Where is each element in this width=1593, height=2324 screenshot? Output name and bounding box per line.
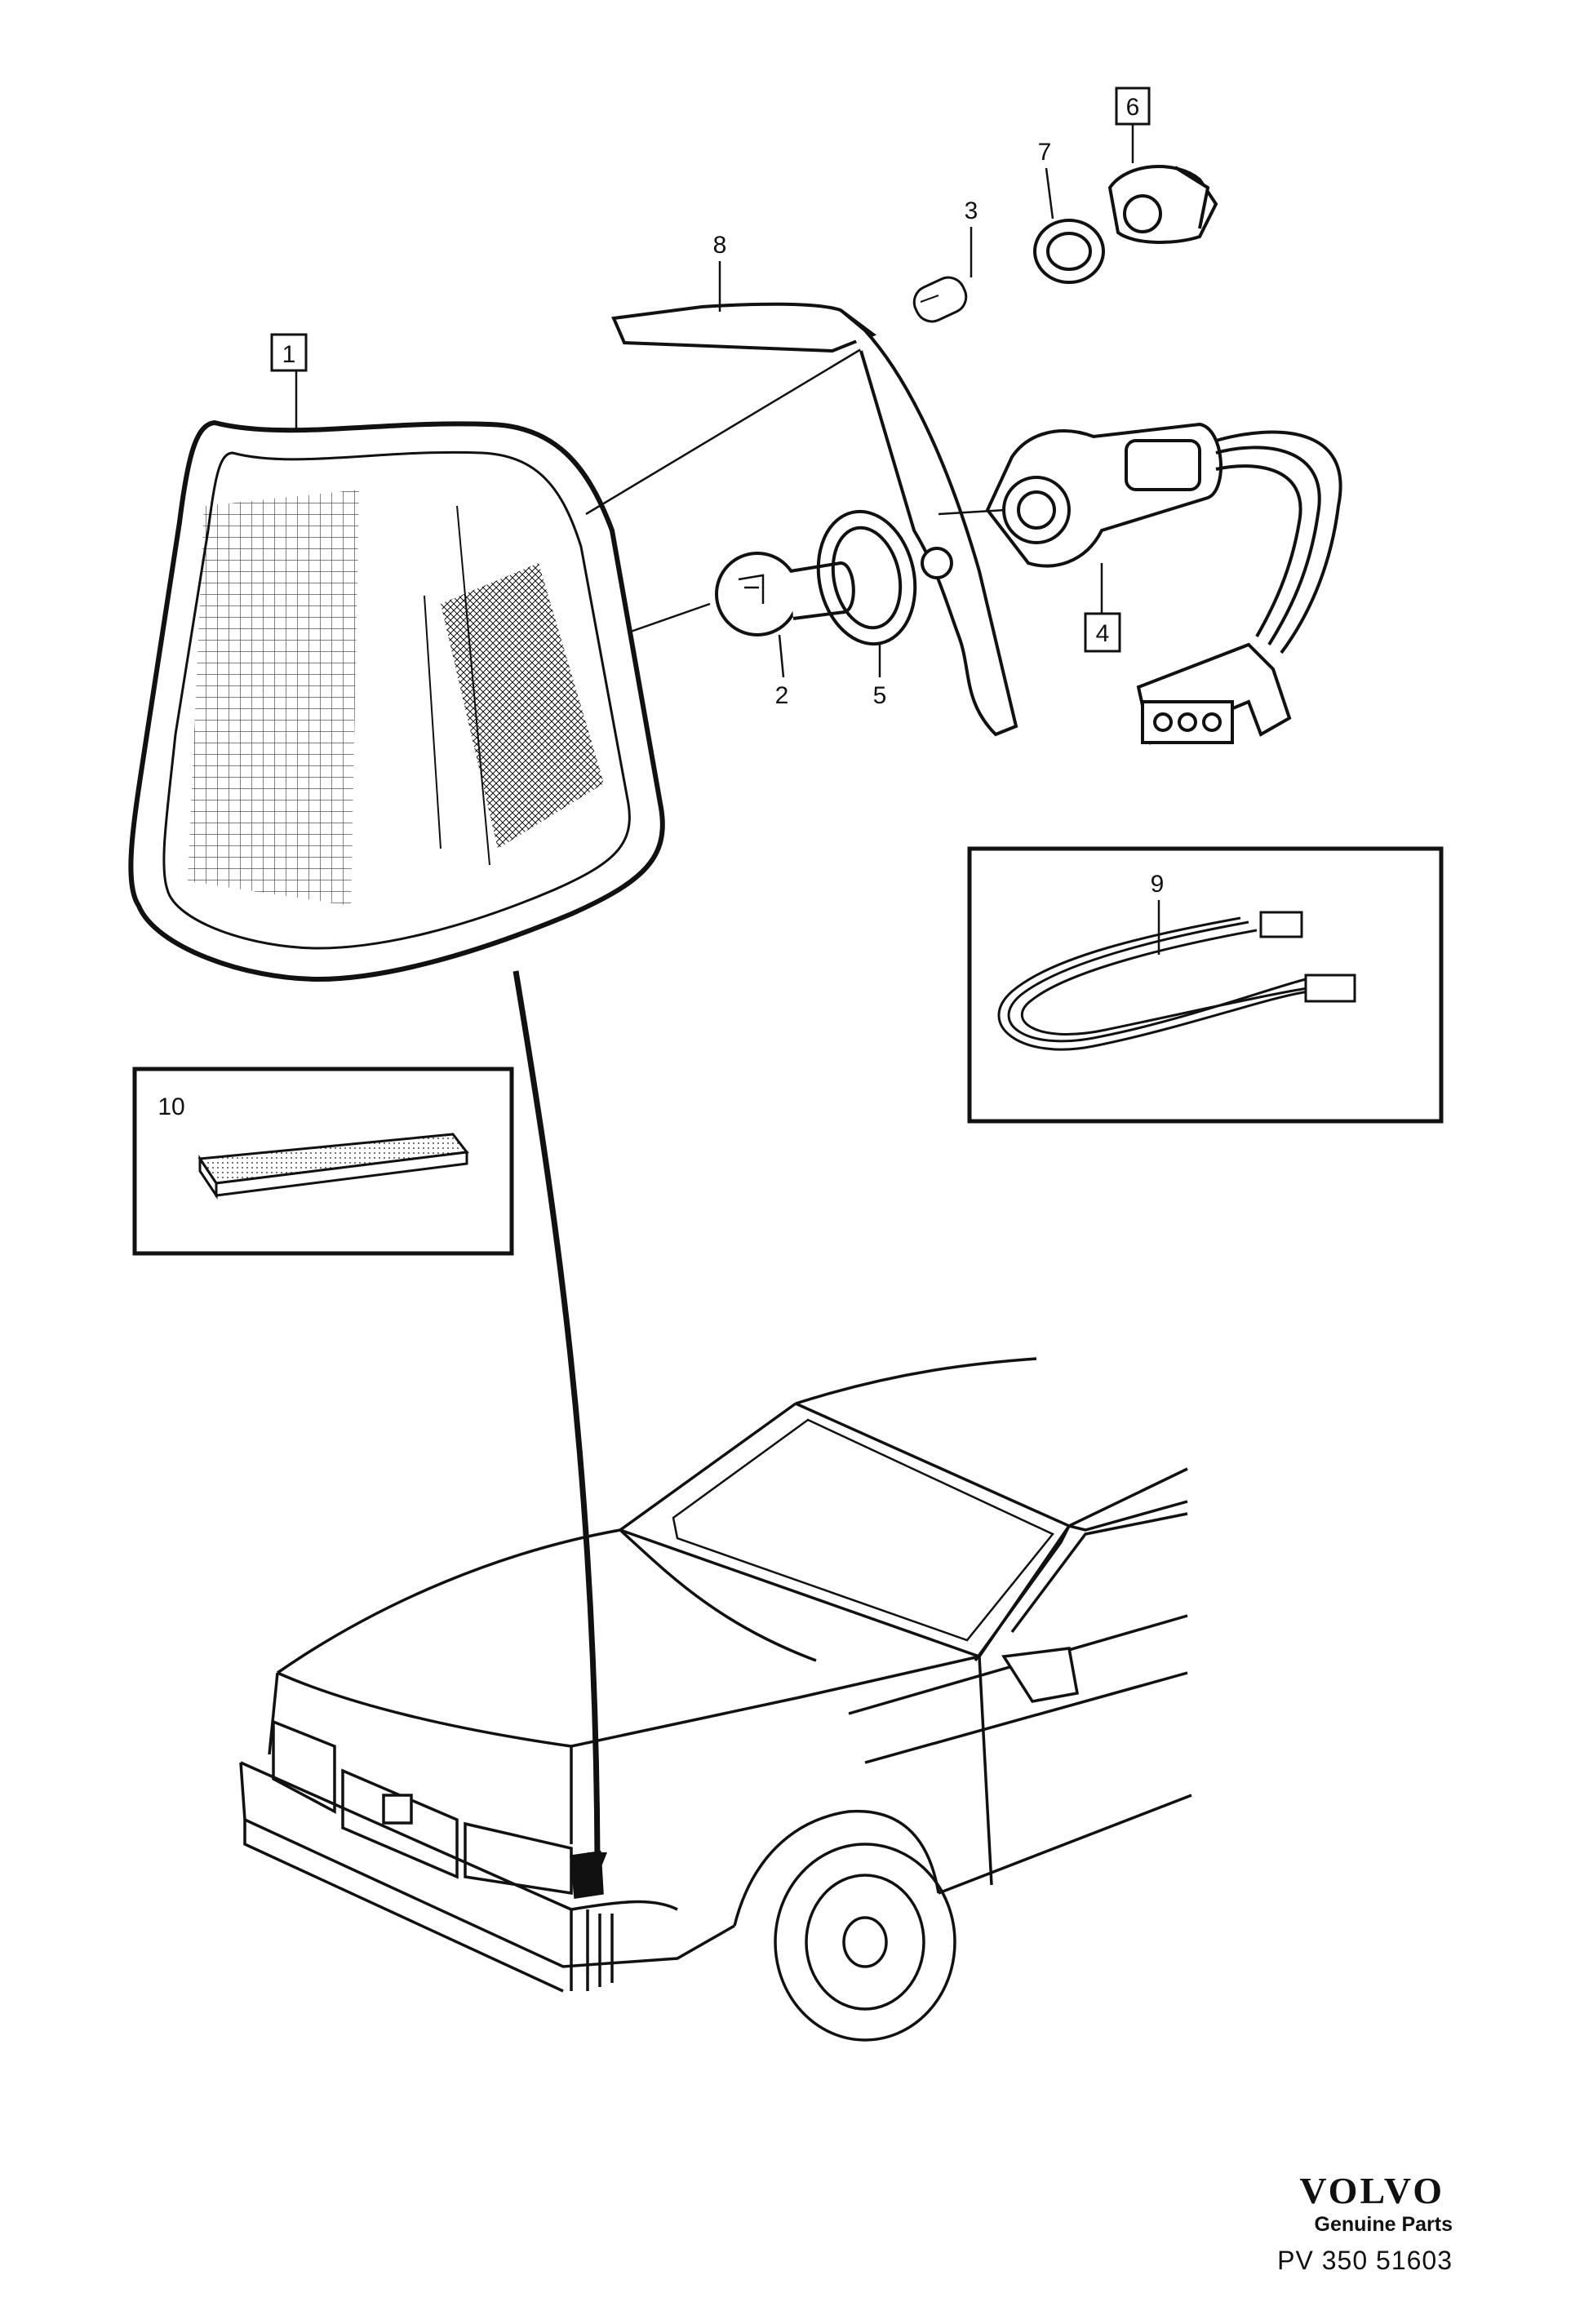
gasket-pad-icon bbox=[197, 1133, 469, 1200]
callout-9: 9 bbox=[1151, 871, 1165, 955]
callout-1: 1 bbox=[270, 333, 308, 428]
bracket-icon bbox=[611, 302, 1018, 737]
callout-7: 7 bbox=[1038, 139, 1054, 220]
svg-text:VOLVO: VOLVO bbox=[1299, 2170, 1444, 2211]
gasket-ring-icon bbox=[816, 509, 917, 646]
callout-3: 3 bbox=[965, 197, 978, 277]
callout-6: 6 bbox=[1115, 86, 1151, 163]
svg-text:1: 1 bbox=[282, 341, 296, 368]
callout-2: 2 bbox=[775, 634, 789, 709]
volvo-logo: VOLVO bbox=[1299, 2170, 1444, 2211]
wiring-harness-icon bbox=[985, 422, 1342, 745]
seal-ring-icon bbox=[1033, 219, 1105, 284]
svg-text:4: 4 bbox=[1096, 620, 1110, 647]
genuine-parts-label: Genuine Parts bbox=[1314, 2213, 1453, 2236]
svg-text:8: 8 bbox=[713, 232, 727, 259]
car-front-icon bbox=[239, 1357, 1192, 2042]
svg-text:10: 10 bbox=[158, 1093, 184, 1120]
callout-10: 10 bbox=[158, 1093, 184, 1120]
parking-lamp-lens-icon bbox=[128, 419, 665, 982]
svg-text:6: 6 bbox=[1126, 94, 1140, 121]
small-bulb-icon bbox=[912, 276, 968, 323]
svg-text:3: 3 bbox=[965, 197, 978, 224]
bulb-holder-icon bbox=[1107, 165, 1218, 244]
callout-5: 5 bbox=[873, 645, 887, 709]
svg-text:5: 5 bbox=[873, 682, 887, 709]
cable-set-icon bbox=[997, 911, 1356, 1051]
svg-text:2: 2 bbox=[775, 682, 789, 709]
svg-text:7: 7 bbox=[1038, 139, 1052, 166]
svg-text:9: 9 bbox=[1151, 871, 1165, 898]
callout-4: 4 bbox=[1084, 563, 1121, 653]
diagram-code: PV 350 51603 bbox=[1277, 2246, 1453, 2275]
pad-box bbox=[132, 1067, 514, 1256]
callout-8: 8 bbox=[713, 232, 727, 312]
cable-set-box bbox=[967, 846, 1444, 1124]
